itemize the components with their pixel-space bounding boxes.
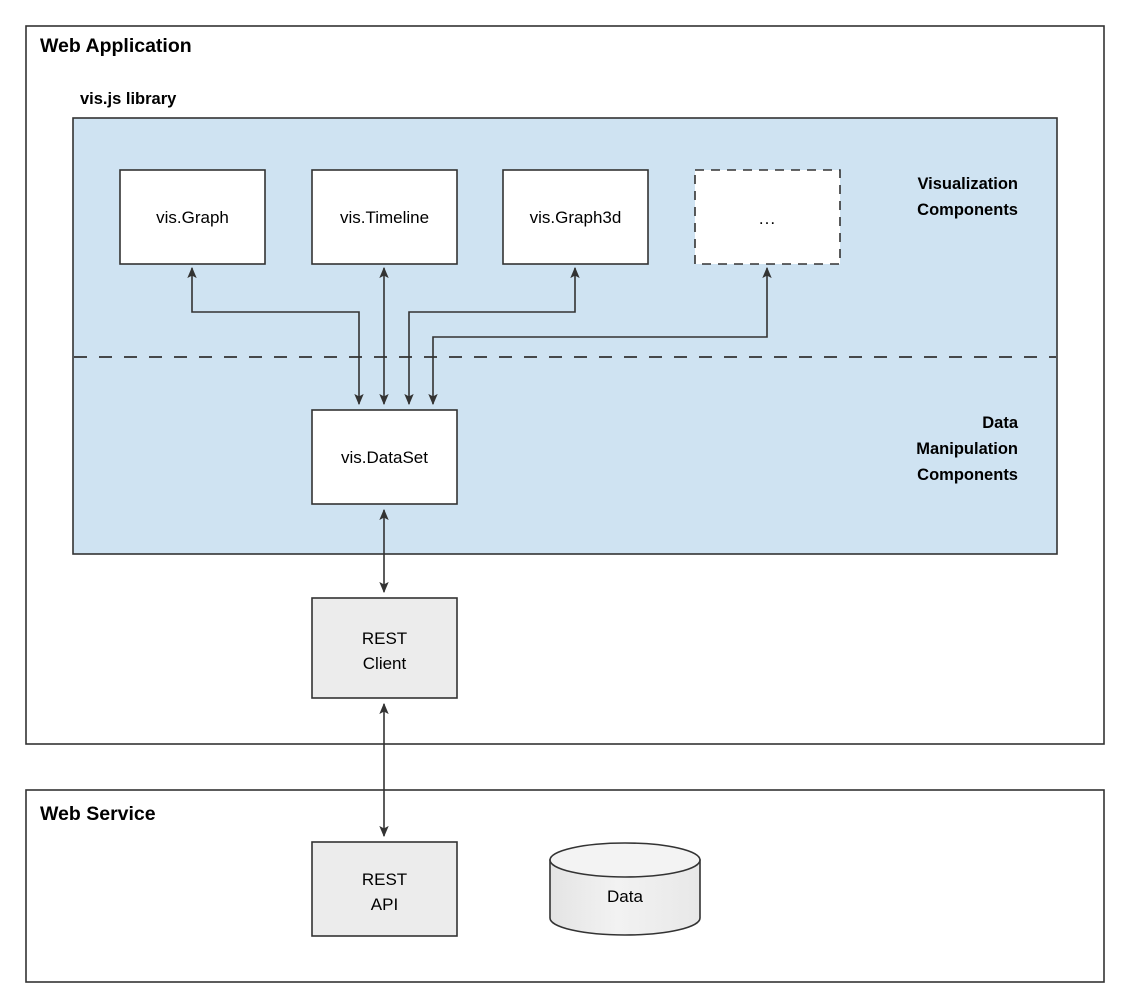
zone-label-visualization-line-2: Components	[917, 201, 1018, 219]
node-rest-client-label-line-2: Client	[363, 654, 407, 673]
node-vis-graph[interactable]: vis.Graph	[119, 169, 266, 265]
connector-more-to-dataset	[428, 266, 772, 406]
zone-label-data-manipulation-line-1: Data	[982, 414, 1019, 432]
node-vis-dataset-label: vis.DataSet	[341, 448, 428, 467]
zone-label-data-manipulation-line-2: Manipulation	[916, 440, 1018, 458]
node-vis-dataset[interactable]: vis.DataSet	[311, 409, 458, 505]
node-rest-client[interactable]: REST Client	[311, 597, 458, 699]
node-more-components-label: ...	[759, 209, 776, 228]
zone-label-visualization-line-1: Visualization	[917, 175, 1018, 193]
zone-label-data-manipulation-components: Data Manipulation Components	[916, 414, 1019, 484]
node-vis-graph-box[interactable]	[119, 169, 266, 265]
node-rest-api-box[interactable]	[311, 841, 458, 937]
web-service-title: Web Service	[40, 803, 156, 825]
node-rest-api-label-line-1: REST	[362, 870, 407, 889]
node-vis-graph3d-label: vis.Graph3d	[530, 208, 622, 227]
node-more-components-box[interactable]	[694, 169, 841, 265]
connector-graph-to-dataset	[187, 266, 364, 406]
node-vis-timeline[interactable]: vis.Timeline	[311, 169, 458, 265]
node-more-components[interactable]: ...	[694, 169, 841, 265]
node-vis-dataset-box[interactable]	[311, 409, 458, 505]
database-cylinder-icon[interactable]	[549, 859, 701, 936]
database-cylinder-top-icon	[549, 842, 701, 878]
node-data-store-label: Data	[607, 887, 643, 906]
node-vis-timeline-box[interactable]	[311, 169, 458, 265]
node-data-store[interactable]: Data	[549, 842, 701, 936]
node-rest-api[interactable]: REST API	[311, 841, 458, 937]
node-vis-timeline-label: vis.Timeline	[340, 208, 429, 227]
node-rest-api-label-line-2: API	[371, 895, 398, 914]
node-rest-client-label-line-1: REST	[362, 629, 407, 648]
zone-label-data-manipulation-line-3: Components	[917, 466, 1018, 484]
vis-js-library-title: vis.js library	[80, 90, 177, 108]
zone-label-visualization-components: Visualization Components	[917, 175, 1018, 219]
node-vis-graph3d-box[interactable]	[502, 169, 649, 265]
node-vis-graph3d[interactable]: vis.Graph3d	[502, 169, 649, 265]
node-vis-graph-label: vis.Graph	[156, 208, 229, 227]
node-rest-client-box[interactable]	[311, 597, 458, 699]
web-application-title: Web Application	[40, 35, 192, 57]
vis-js-library-panel: vis.js library Visualization Components …	[72, 90, 1058, 555]
